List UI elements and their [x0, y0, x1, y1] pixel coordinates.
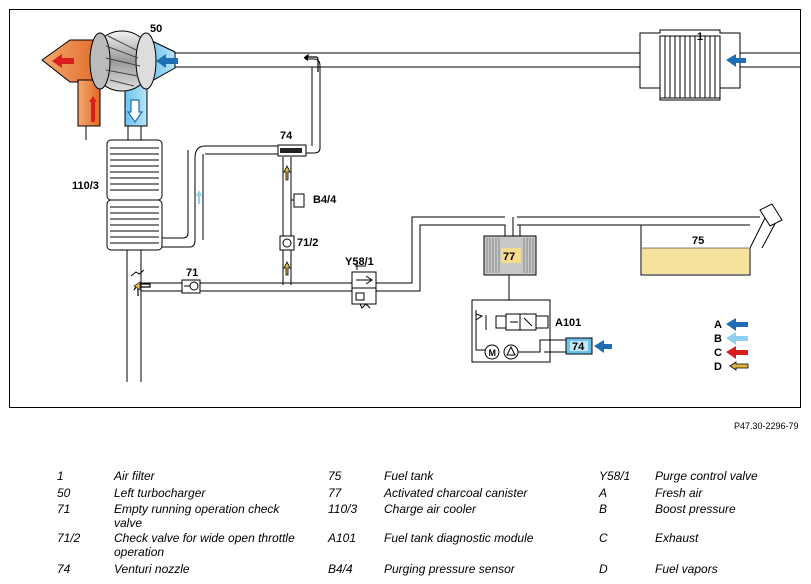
- flow-key-a: A: [714, 319, 722, 331]
- boost-down-arrow: [126, 99, 144, 124]
- charge-air-cooler: [106, 139, 163, 251]
- vapor-arrow-top: [303, 53, 319, 72]
- legend-code: 74: [57, 562, 71, 576]
- label-turbocharger: 50: [150, 23, 162, 35]
- flow-legend: A B C D: [714, 318, 749, 373]
- legend-code: A101: [328, 531, 357, 545]
- legend-desc: Fuel tank diagnostic module: [384, 531, 534, 545]
- legend-desc: Air filter: [114, 469, 155, 483]
- legend-desc: Boost pressure: [655, 502, 736, 516]
- legend-code: 71/2: [57, 531, 81, 545]
- turbo-arrows: [52, 54, 178, 124]
- legend-desc: Venturi nozzle: [114, 562, 190, 576]
- legend-code: 50: [57, 486, 71, 500]
- label-canister: 77: [503, 251, 515, 263]
- label-diag-inner: 74: [572, 341, 585, 353]
- component-labels: 50 1 74 B4/4 71/2 110/3 Y58/1 71 77 75 A…: [72, 23, 704, 353]
- flow-arrow-a: [726, 318, 748, 331]
- legend-code: C: [599, 531, 608, 545]
- venturi-nozzle: [277, 144, 307, 157]
- boost-arrow-up: [196, 190, 202, 204]
- label-sensor: B4/4: [313, 194, 337, 206]
- legend-desc: Empty running operation check valve: [114, 502, 280, 530]
- legend-desc: Left turbocharger: [114, 486, 206, 500]
- label-check-valve-idle: 71: [186, 267, 198, 279]
- fresh-air-arrow: [726, 54, 746, 67]
- legend-desc: Activated charcoal canister: [384, 486, 528, 500]
- flow-arrow-d: [729, 361, 749, 371]
- legend-code: B4/4: [328, 562, 353, 576]
- charcoal-canister: [483, 235, 537, 276]
- purge-valve: [351, 262, 377, 309]
- air-filter: [639, 29, 746, 101]
- legend-code: 77: [328, 486, 342, 500]
- check-valve-wot: [279, 235, 295, 251]
- flow-key-c: C: [714, 347, 722, 359]
- legend-code: D: [599, 562, 608, 576]
- label-check-valve-wot: 71/2: [297, 237, 318, 249]
- svg-text:M: M: [489, 348, 497, 358]
- turbocharger: [41, 30, 176, 140]
- pressure-sensor: [291, 193, 305, 208]
- fresh-air-in-arrow: [156, 54, 178, 68]
- legend-desc: Exhaust: [655, 531, 699, 545]
- check-valve-idle: [181, 279, 201, 294]
- legend-code: 75: [328, 469, 342, 483]
- legend-desc: Fresh air: [655, 486, 703, 500]
- legend-desc: Purge control valve: [655, 469, 758, 483]
- legend-code: 71: [57, 502, 71, 516]
- label-air-filter: 1: [697, 31, 703, 43]
- vapor-arrow-lower: [283, 261, 291, 276]
- legend-desc: Check valve for wide open throttle opera…: [114, 531, 295, 559]
- label-fuel-tank: 75: [692, 235, 704, 247]
- legend-code: A: [599, 486, 608, 500]
- label-diag-module: A101: [555, 317, 581, 329]
- diag-fresh-air-arrow: [594, 340, 612, 353]
- reference-code: P47.30-2296-79: [734, 421, 799, 431]
- legend-code: 110/3: [328, 502, 358, 516]
- flow-key-b: B: [714, 333, 722, 345]
- legend-code: Y58/1: [599, 469, 631, 483]
- exhaust-up-arrow: [89, 96, 97, 122]
- flow-key-d: D: [714, 361, 722, 373]
- diagnostic-module: M: [471, 299, 612, 363]
- vapor-arrow-wot: [283, 165, 291, 181]
- fuel-evaporation-diagram: M A B C D 50 1 74 B4/4 71/2 110/3 Y58/1 …: [9, 9, 801, 408]
- legend-code: 1: [57, 469, 64, 483]
- legend-desc: Purging pressure sensor: [384, 562, 515, 576]
- flow-arrow-b: [726, 332, 748, 345]
- legend-desc: Charge air cooler: [384, 502, 477, 516]
- label-charge-air-cooler: 110/3: [72, 180, 99, 192]
- legend-desc: Fuel vapors: [655, 562, 718, 576]
- legend-code: B: [599, 502, 608, 516]
- legend-desc: Fuel tank: [384, 469, 434, 483]
- flow-arrow-c: [726, 346, 748, 359]
- exhaust-out-arrow: [52, 54, 74, 68]
- label-purge-valve: Y58/1: [345, 256, 374, 268]
- fuel-tank: [640, 203, 783, 276]
- label-venturi: 74: [280, 130, 293, 142]
